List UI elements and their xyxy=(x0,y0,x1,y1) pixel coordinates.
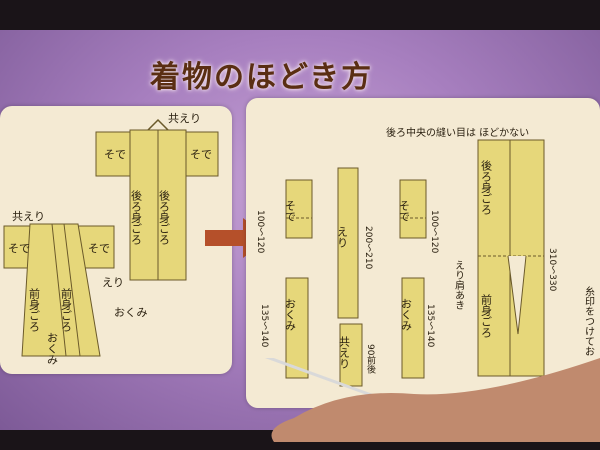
hand-shape xyxy=(271,358,600,442)
okumi-right-dim: 135〜140 xyxy=(425,304,435,348)
sode-left-shape xyxy=(285,179,313,239)
mae-migoro-label: 前身ごろ xyxy=(480,293,493,339)
sode-right-label: そで xyxy=(398,200,411,222)
eri-dim: 200〜210 xyxy=(363,226,373,270)
back-sleeve-left-label: そで xyxy=(104,148,126,161)
sode-right-dim: 100〜120 xyxy=(429,210,439,254)
front-body-shape xyxy=(21,223,101,357)
part-tomoeri: 共えり 90前後 xyxy=(338,323,376,387)
assembled-kimono-panel: そで そで 共えり 後ろ身ごろ 後ろ身ごろ 共えり そで そで えり 前身ごろ … xyxy=(0,106,232,374)
okumi-right-shape xyxy=(401,277,425,379)
tomoeri-label: 共えり xyxy=(338,336,351,369)
back-body-label: 後ろ身ごろ xyxy=(130,189,143,246)
front-body-label: 前身ごろ xyxy=(28,287,41,333)
part-okumi-right: おくみ 135〜140 xyxy=(400,277,435,379)
center-seam-note: 後ろ中央の縫い目は ほどかない xyxy=(386,126,529,139)
back-sleeve-right-label: そで xyxy=(190,148,212,161)
assembled-kimono-diagram: そで そで 共えり 後ろ身ごろ 後ろ身ごろ 共えり そで そで えり 前身ごろ … xyxy=(3,112,219,365)
sode-right-shape xyxy=(399,179,427,239)
disassembled-parts-diagram: そで 100〜120 えり 200〜210 そで 100〜120 おくみ 135… xyxy=(255,126,595,387)
front-eri-label: えり xyxy=(102,276,124,289)
okumi-right-label: おくみ xyxy=(400,298,413,331)
body-neck-opening xyxy=(507,255,527,335)
tv-screen: 着物のほどき方 そで そで 共えり 後ろ身ごろ 後ろ身ごろ 共えり xyxy=(0,30,600,430)
pointer-stick xyxy=(264,358,375,398)
sode-left-label: そで xyxy=(284,200,297,222)
okumi-left-shape xyxy=(285,277,309,379)
front-sleeve-left-label: そで xyxy=(8,242,30,255)
front-okumi-label: おくみ xyxy=(46,332,59,365)
sode-left-dim: 100〜120 xyxy=(255,210,265,254)
eri-shape xyxy=(337,167,359,319)
ushiro-migoro-label: 後ろ身ごろ xyxy=(480,159,493,216)
back-collar-label: 共えり xyxy=(168,112,201,125)
eri-label: えり xyxy=(336,226,349,248)
front-body-label-2: 前身ごろ xyxy=(60,287,73,333)
ito-jirushi-note: 糸印をつけてお xyxy=(583,286,595,356)
okumi-left-label: おくみ xyxy=(284,298,297,331)
eri-kata-label: えり肩あき xyxy=(453,260,465,310)
tomoeri-dim: 90前後 xyxy=(365,344,376,373)
page-title: 着物のほどき方 xyxy=(150,60,374,95)
okumi-left-dim: 135〜140 xyxy=(259,304,269,348)
front-okumi-seam xyxy=(51,223,67,357)
presenter-hand xyxy=(264,358,600,442)
part-sode-right: そで 100〜120 xyxy=(398,179,439,254)
back-body-label-2: 後ろ身ごろ xyxy=(158,189,171,246)
disassembled-parts-panel: そで 100〜120 えり 200〜210 そで 100〜120 おくみ 135… xyxy=(246,98,600,408)
part-okumi-left: おくみ 135〜140 xyxy=(259,277,309,379)
front-okumi-outer-label: おくみ xyxy=(114,306,147,319)
front-eri-seam xyxy=(63,223,81,357)
part-body: 後ろ身ごろ 前身ごろ えり肩あき 310〜330 後ろ中央の縫い目は ほどかない… xyxy=(386,126,595,377)
part-eri: えり 200〜210 xyxy=(336,167,373,319)
part-sode-left: そで 100〜120 xyxy=(255,179,313,254)
tomoeri-shape xyxy=(339,323,363,387)
kimono-front: 共えり そで そで えり 前身ごろ 前身ごろ おくみ おくみ xyxy=(3,210,147,365)
front-collar-label: 共えり xyxy=(12,210,45,223)
back-collar-shape xyxy=(147,118,169,131)
body-dim: 310〜330 xyxy=(547,248,557,292)
front-sleeve-right-label: そで xyxy=(88,242,110,255)
kimono-back: そで そで 共えり 後ろ身ごろ 後ろ身ごろ xyxy=(95,112,219,281)
